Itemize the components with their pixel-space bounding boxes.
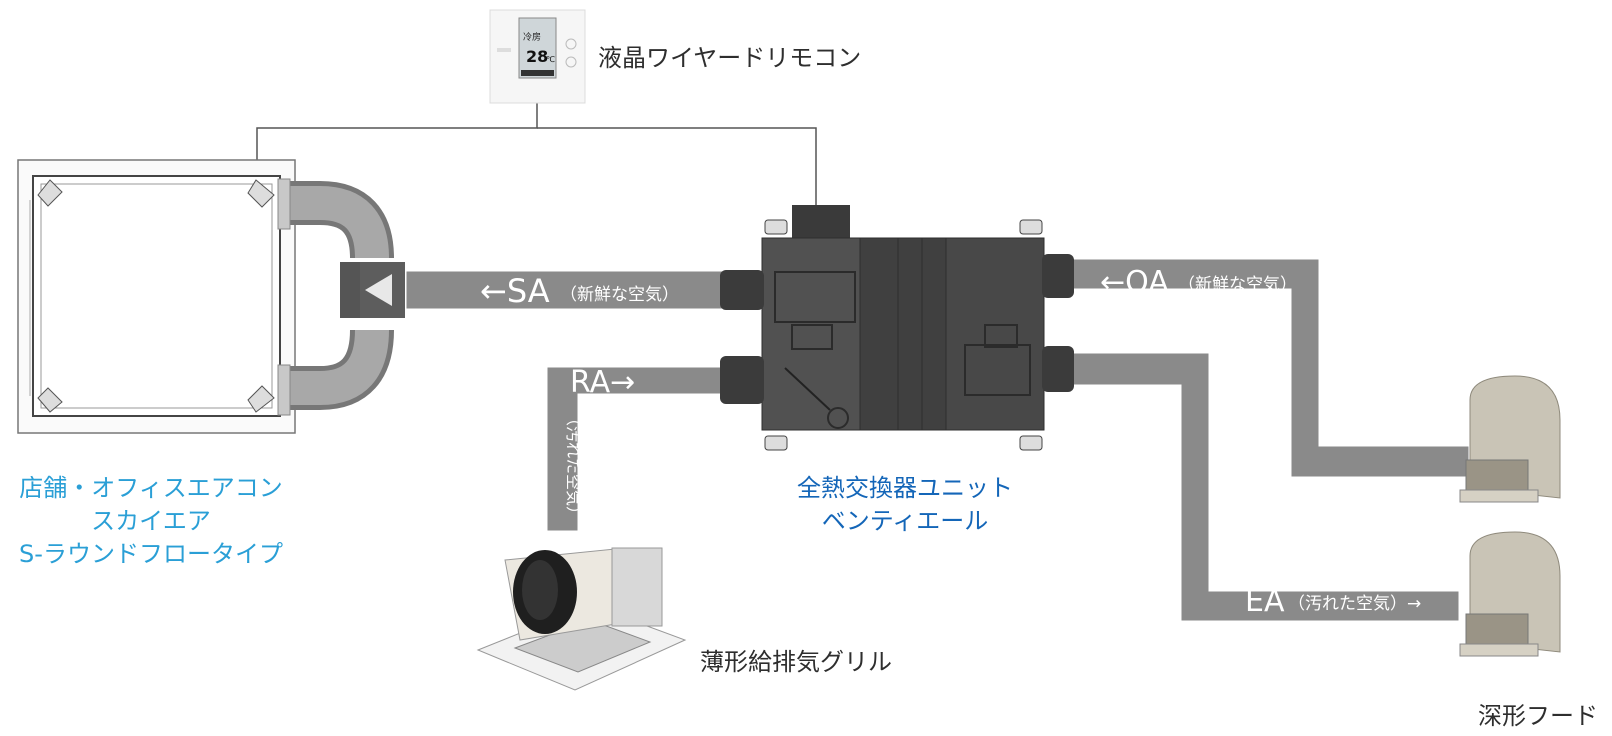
remote-screen-temp: 28 [526, 47, 548, 66]
ea-label: EA [1245, 584, 1285, 619]
sa-note: （新鮮な空気） [560, 285, 679, 305]
deep-hood-oa [1459, 375, 1561, 503]
aircon-label-line3: S-ラウンドフロータイプ [19, 540, 283, 568]
oa-note: （新鮮な空気） [1178, 275, 1297, 295]
ea-note: （汚れた空気）→ [1288, 594, 1421, 614]
heat-exchanger-unit [720, 205, 1074, 451]
unit-label: 全熱交換器ユニット ベンティエール [780, 472, 1030, 538]
aircon-label-line2: スカイエア [91, 507, 211, 535]
remote-screen-mode: 冷房 [523, 31, 541, 43]
flex-duct-elbows [285, 181, 394, 410]
ea-duct [1063, 350, 1462, 624]
wired-remote-controller: 冷房 28 ℃ [489, 9, 586, 104]
ra-label: RA→ [570, 365, 635, 400]
sa-label: ←SA [480, 272, 550, 310]
remote-wiring [256, 103, 817, 205]
oa-label: ←OA [1100, 265, 1169, 300]
thin-supply-exhaust-grille [476, 547, 687, 691]
remote-screen-unit: ℃ [546, 55, 555, 64]
aircon-label-line1: 店舗・オフィスエアコン [19, 474, 283, 502]
ra-note: （汚れた空気） [564, 410, 583, 522]
unit-label-line2: ベンティエール [821, 507, 989, 535]
remote-label: 液晶ワイヤードリモコン [598, 44, 862, 72]
ceiling-cassette-aircon [17, 159, 296, 434]
unit-label-line1: 全熱交換器ユニット [797, 474, 1013, 502]
aircon-label: 店舗・オフィスエアコン スカイエア S-ラウンドフロータイプ [15, 472, 287, 571]
grille-label: 薄形給排気グリル [700, 648, 892, 676]
sa-duct [340, 262, 737, 318]
deep-hood-ea [1459, 531, 1561, 657]
hood-label: 深形フード [1478, 702, 1598, 730]
